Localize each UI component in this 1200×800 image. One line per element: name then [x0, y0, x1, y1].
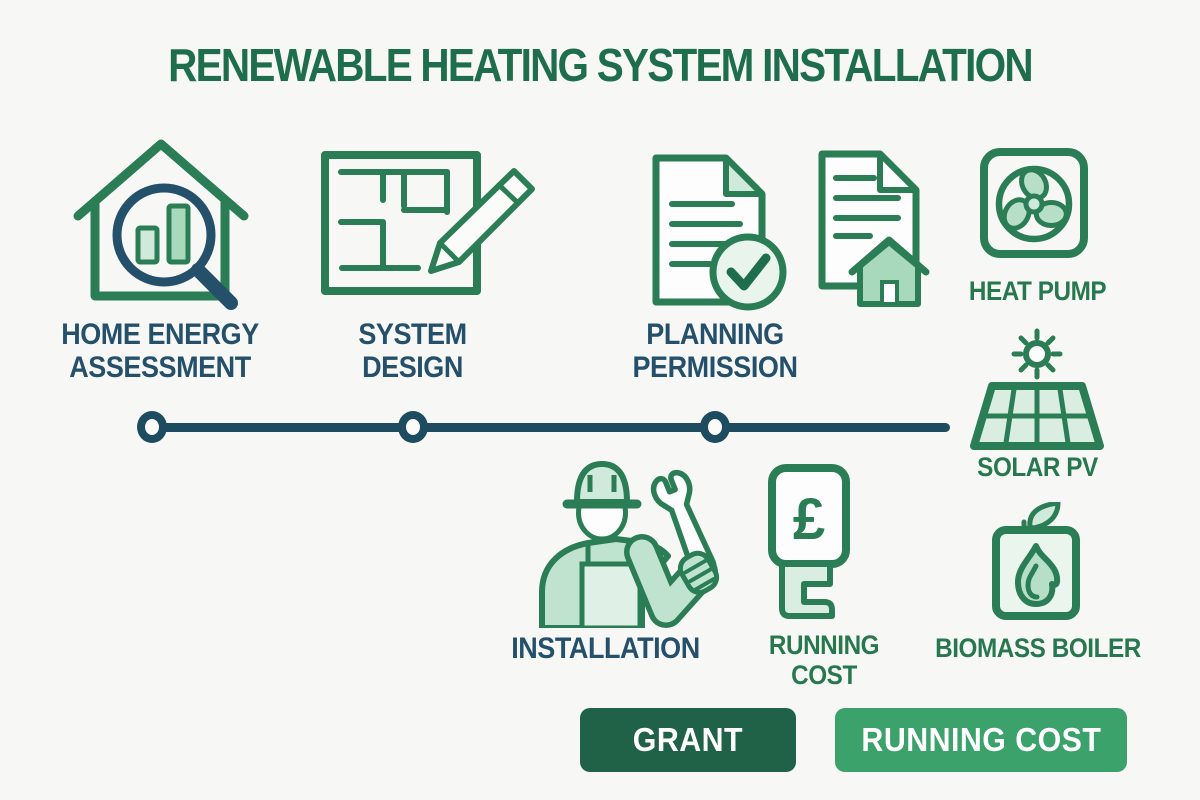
tech-label-heat-pump: HEAT PUMP: [968, 276, 1107, 306]
page-title: RENEWABLE HEATING SYSTEM INSTALLATION: [168, 39, 1033, 91]
pound-symbol: £: [793, 487, 825, 552]
step-label-planning-permission: PLANNING PERMISSION: [632, 318, 798, 384]
flame-icon: [1015, 543, 1061, 607]
tech-label-solar-pv: SOLAR PV: [977, 452, 1098, 482]
solar-panel: [970, 382, 1104, 450]
bar-chart-small-bar: [135, 225, 160, 265]
magnifier-handle: [191, 263, 238, 310]
grant-button[interactable]: GRANT: [580, 708, 796, 772]
timeline-node-2: [398, 411, 428, 443]
solar-pv-icon: [970, 328, 1104, 450]
magnifier-icon: [112, 183, 238, 310]
floor-plan-lines: [338, 169, 450, 271]
step-label-installation: INSTALLATION: [511, 632, 700, 665]
worker-hand: [677, 550, 720, 595]
timeline-node-1: [137, 411, 167, 443]
step-label-home-energy-assessment: HOME ENERGY ASSESSMENT: [61, 318, 259, 384]
heat-pump-icon: [980, 148, 1088, 258]
running-cost-button[interactable]: RUNNING COST: [835, 708, 1127, 772]
house-walls: [90, 197, 230, 301]
fan-icon: [1001, 167, 1069, 231]
installer-icon: [539, 461, 720, 628]
approved-document-icon: [652, 154, 787, 311]
running-cost-icon: £: [768, 464, 850, 619]
house-door: [880, 280, 899, 306]
page-fold: [877, 151, 919, 193]
planning-document-house-icon: [818, 150, 930, 307]
overall-bib: [579, 561, 643, 628]
biomass-boiler-icon: [992, 502, 1080, 620]
home-energy-assessment-icon: [73, 139, 249, 310]
hard-hat-icon: [562, 461, 642, 509]
page-fold: [723, 155, 765, 197]
document-text-lines: [833, 175, 901, 239]
leaf-icon: [1027, 502, 1061, 531]
step-label-system-design: SYSTEM DESIGN: [358, 318, 467, 384]
timeline-line: [146, 423, 950, 432]
checkmark-icon: [709, 233, 787, 311]
tech-label-biomass-boiler: BIOMASS BOILER: [935, 633, 1141, 663]
pencil-icon: [428, 168, 535, 274]
system-design-icon: [321, 151, 535, 295]
step-label-running-cost: RUNNING COST: [768, 630, 880, 690]
document-text-lines: [669, 201, 743, 267]
house-roof: [73, 139, 249, 221]
house-icon: [848, 236, 930, 307]
cost-ribbon: [779, 561, 835, 619]
sun-icon: [1011, 328, 1063, 380]
bar-chart-tall-bar: [166, 203, 191, 265]
timeline-node-3: [700, 411, 730, 443]
